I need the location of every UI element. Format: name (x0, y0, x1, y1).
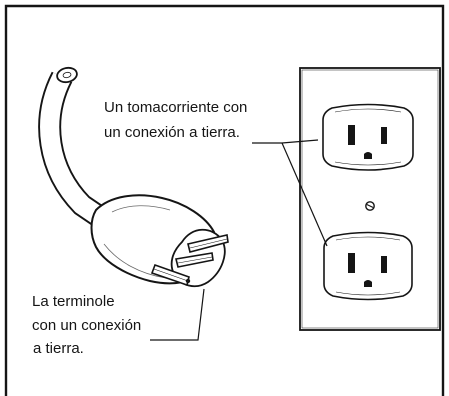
leader-lines (150, 139, 328, 341)
outlet-callout: Un tomacorriente con un conexión a tierr… (104, 99, 247, 141)
diagram-frame (4, 4, 445, 396)
outlet-callout-line-2: un conexión a tierra. (104, 124, 240, 141)
plug-callout-line-2: con un conexión (32, 317, 141, 334)
outlet-leader-to-lower (281, 142, 328, 247)
outlet-callout-line-1: Un tomacorriente con (104, 99, 247, 116)
plug-callout-line-3: a tierra. (33, 340, 84, 357)
upper-neutral-slot (348, 125, 355, 145)
plug-leader (150, 288, 205, 341)
lower-ground-hole (364, 280, 372, 287)
outlet-receptacle-lower (323, 231, 413, 301)
lower-neutral-slot (348, 253, 355, 273)
lower-hot-slot (381, 256, 387, 273)
plug-callout: La terminole con un conexión a tierra. (32, 293, 141, 357)
outlet-receptacle-upper (322, 103, 414, 171)
plug-ground-pin (150, 263, 191, 287)
plug-callout-line-1: La terminole (32, 293, 115, 310)
cover-screw (365, 201, 375, 211)
outlet-leader-to-upper (281, 139, 319, 144)
plug (90, 194, 229, 288)
plug-prong-top (187, 234, 229, 253)
power-cord (38, 66, 111, 230)
upper-ground-hole (364, 152, 372, 159)
plug-prong-middle (175, 252, 214, 268)
cord-end (56, 66, 78, 84)
upper-hot-slot (381, 127, 387, 144)
